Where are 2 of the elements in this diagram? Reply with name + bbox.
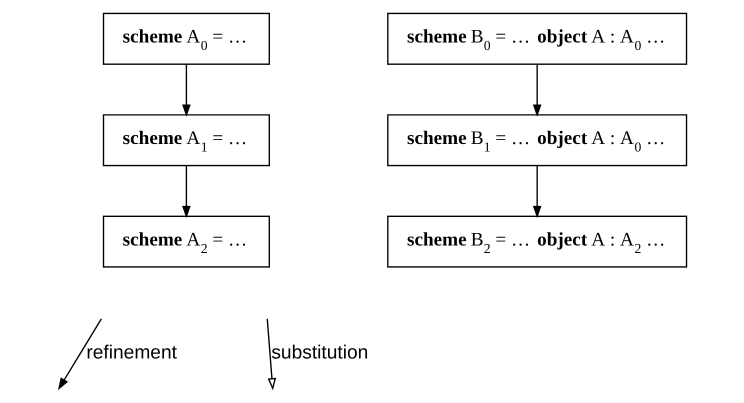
legend-label: substitution — [270, 342, 368, 364]
legend-label: refinement — [86, 342, 176, 364]
